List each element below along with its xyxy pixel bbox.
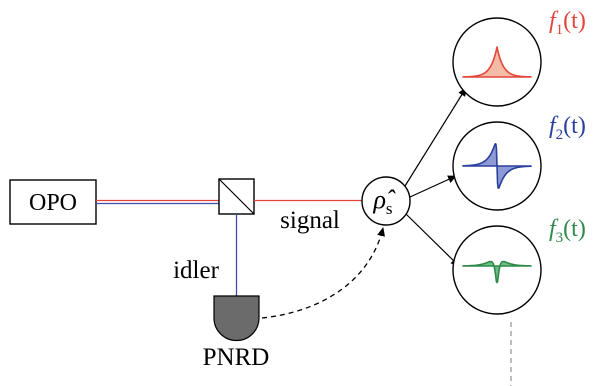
idler-label: idler	[173, 257, 219, 284]
mode-1-arg: (t)	[563, 8, 586, 34]
arrow-to-mode-2	[409, 175, 457, 198]
mode-3-waveform	[462, 260, 532, 284]
state-circle	[361, 176, 411, 226]
mode-2-label: f2(t)	[549, 113, 586, 143]
state-subscript: s	[386, 199, 393, 218]
mode-1-waveform	[462, 46, 532, 78]
mode-1-index: 1	[556, 22, 564, 38]
mode-2-waveform	[462, 143, 532, 189]
beamsplitter-diagonal	[218, 178, 255, 215]
mode-2-symbol: f	[549, 113, 559, 139]
signal-label: signal	[280, 207, 340, 234]
mode-3-index: 3	[556, 230, 564, 246]
mode-3-label: f3(t)	[549, 216, 586, 246]
opo-label: OPO	[29, 190, 77, 216]
opo-box	[9, 179, 97, 225]
feedforward-dashed-arrow	[261, 227, 386, 319]
mode-2-arg: (t)	[563, 113, 586, 139]
arrow-to-mode-3	[405, 213, 460, 267]
mode-1-label: f1(t)	[549, 8, 586, 38]
mode-3-symbol: f	[549, 216, 559, 242]
pnrd-label: PNRD	[203, 344, 270, 371]
mode-1-symbol: f	[549, 8, 559, 34]
mode-3-arg: (t)	[563, 216, 586, 242]
mode-2-index: 2	[556, 127, 564, 143]
arrow-to-mode-1	[404, 87, 467, 187]
pnrd-detector-icon	[213, 295, 260, 342]
